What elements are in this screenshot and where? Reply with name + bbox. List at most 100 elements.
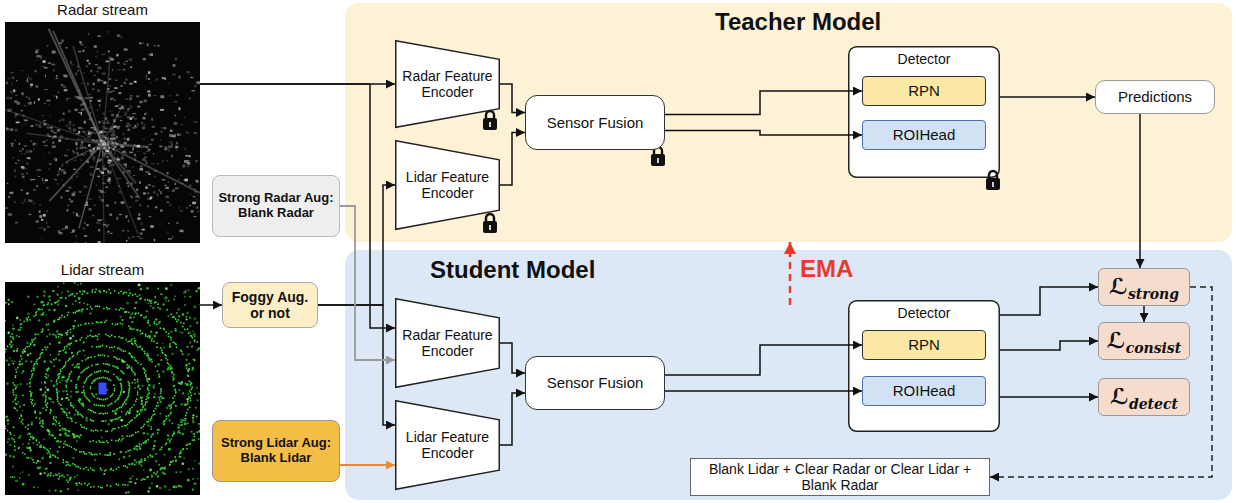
illustration-mark — [93, 127, 96, 129]
illustration-mark — [177, 134, 179, 136]
illustration-mark — [5, 428, 6, 430]
illustration-mark — [91, 374, 93, 376]
image-heading: Radar stream — [5, 1, 200, 18]
illustration-mark — [130, 182, 133, 184]
illustration-mark — [59, 42, 62, 44]
illustration-mark — [88, 323, 90, 325]
illustration-mark — [98, 121, 100, 123]
illustration-mark — [135, 126, 137, 128]
illustration-mark — [144, 460, 146, 462]
illustration-mark — [144, 372, 146, 374]
illustration-mark — [98, 370, 100, 372]
illustration-mark — [81, 415, 83, 417]
illustration-mark — [98, 440, 100, 442]
illustration-mark — [156, 324, 158, 326]
panel-fill — [345, 250, 1232, 500]
illustration-mark — [137, 381, 139, 383]
illustration-mark — [136, 329, 138, 331]
illustration-mark — [90, 152, 93, 155]
illustration-mark — [182, 353, 184, 355]
illustration-mark — [75, 449, 77, 451]
illustration-mark — [197, 211, 200, 213]
illustration-mark — [89, 375, 91, 377]
illustration-mark — [147, 456, 149, 458]
illustration-mark — [43, 154, 44, 156]
illustration-mark — [88, 208, 91, 211]
illustration-mark — [56, 388, 58, 390]
illustration-mark — [11, 360, 13, 362]
illustration-mark — [126, 412, 128, 414]
illustration-mark — [130, 66, 132, 68]
illustration-mark — [90, 306, 92, 308]
illustration-mark — [12, 382, 14, 384]
illustration-mark — [93, 469, 95, 471]
illustration-mark — [80, 283, 82, 285]
illustration-mark — [122, 437, 124, 439]
illustration-mark — [136, 95, 139, 97]
illustration-mark — [137, 106, 140, 108]
illustration-mark — [84, 291, 86, 293]
illustration-mark — [87, 408, 89, 410]
illustration-mark — [31, 376, 33, 378]
illustration-mark — [81, 83, 83, 84]
illustration-mark — [47, 226, 50, 228]
illustration-mark — [128, 393, 130, 395]
illustration-mark — [95, 306, 97, 308]
lock-group — [483, 111, 1000, 233]
illustration-mark — [161, 127, 163, 129]
illustration-mark — [92, 289, 94, 291]
illustration-mark — [57, 183, 60, 185]
illustration-mark — [43, 123, 46, 125]
illustration-mark — [114, 401, 116, 403]
illustration-mark — [116, 136, 118, 138]
illustration-mark — [70, 371, 72, 373]
illustration-mark — [133, 175, 135, 176]
illustration-mark — [94, 291, 96, 293]
illustration-mark — [96, 371, 98, 373]
illustration-mark — [65, 226, 68, 229]
illustration-mark — [190, 399, 192, 401]
illustration-mark — [81, 451, 83, 453]
illustration-mark — [113, 453, 115, 455]
illustration-mark — [98, 404, 100, 406]
illustration-mark — [145, 186, 147, 188]
illustration-mark — [100, 158, 103, 160]
illustration-mark — [79, 413, 81, 415]
illustration-mark — [117, 34, 121, 37]
illustration-mark — [26, 150, 29, 153]
illustration-mark — [140, 459, 142, 461]
illustration-mark — [96, 454, 98, 456]
illustration-mark — [184, 116, 185, 119]
illustration-mark — [117, 69, 121, 70]
illustration-mark — [50, 127, 53, 129]
illustration-mark — [194, 132, 198, 134]
illustration-mark — [170, 438, 172, 440]
illustration-mark — [120, 337, 122, 339]
illustration-mark — [96, 346, 98, 348]
illustration-mark — [160, 139, 161, 140]
illustration-mark — [125, 291, 127, 293]
illustration-mark — [88, 357, 90, 359]
illustration-mark — [81, 360, 83, 362]
illustration-mark — [182, 326, 184, 328]
illustration-mark — [187, 369, 189, 371]
illustration-mark — [22, 148, 24, 150]
illustration-mark — [147, 319, 149, 321]
illustration-mark — [33, 203, 34, 205]
illustration-mark — [81, 311, 83, 313]
illustration-mark — [161, 349, 163, 351]
illustration-mark — [58, 319, 60, 321]
arrow-connector — [500, 393, 525, 445]
illustration-mark — [164, 146, 167, 149]
illustration-mark — [43, 182, 44, 184]
illustration-mark — [145, 398, 147, 400]
illustration-mark — [134, 154, 135, 156]
illustration-mark — [20, 414, 22, 416]
illustration-mark — [6, 97, 9, 100]
illustration-mark — [32, 373, 34, 375]
illustration-mark — [105, 134, 106, 136]
illustration-mark — [112, 365, 114, 367]
illustration-mark — [161, 446, 163, 448]
illustration-mark — [42, 226, 43, 228]
illustration-mark — [146, 395, 148, 397]
